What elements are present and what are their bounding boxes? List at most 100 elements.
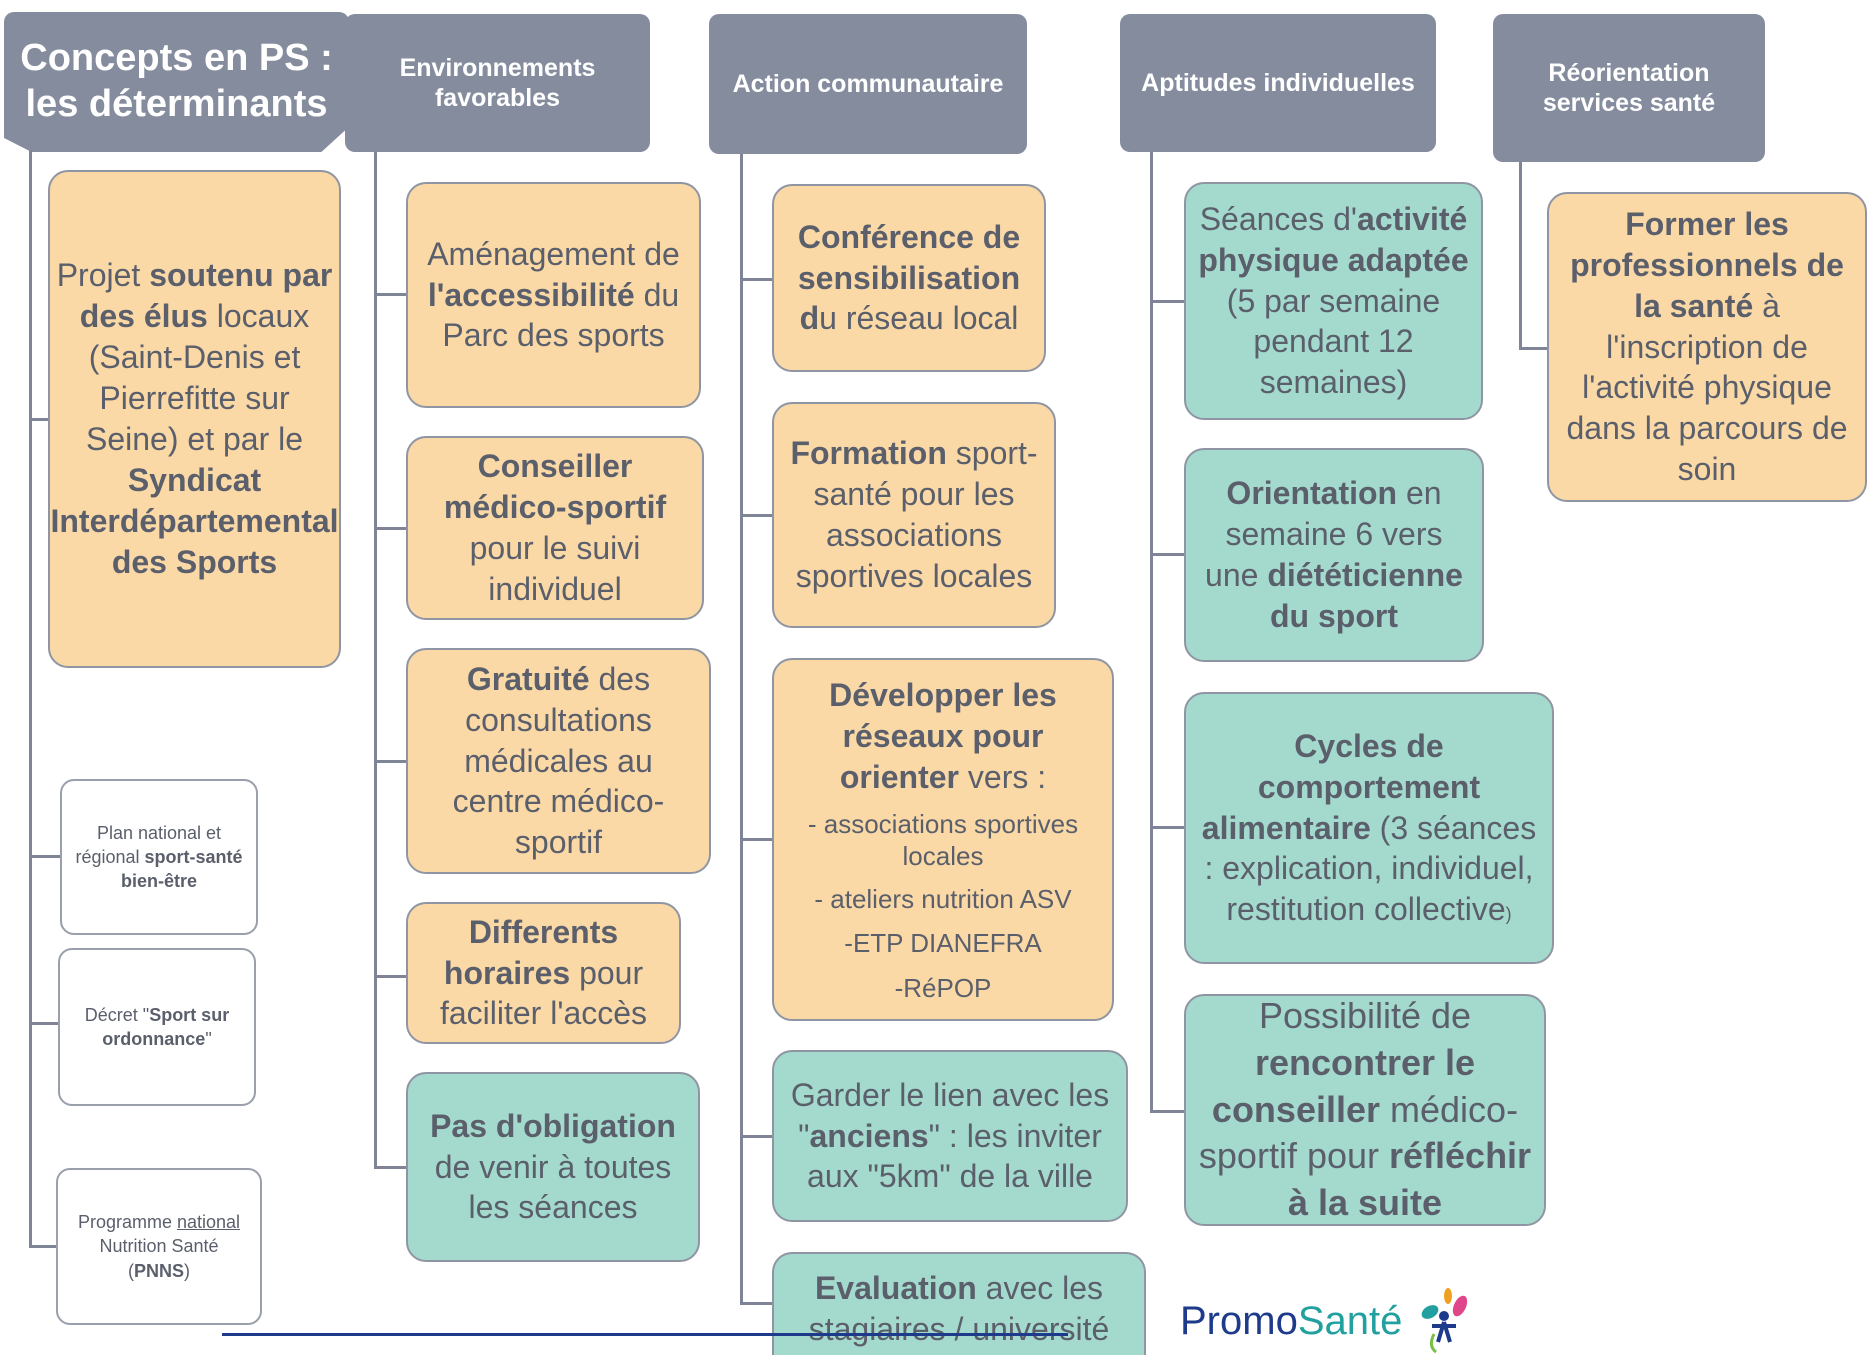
projet-text-1: Projet	[56, 257, 150, 294]
connector-col4-cycles	[1150, 826, 1184, 829]
seances-text-1: Séances d'	[1199, 200, 1358, 237]
connector-col2-horaires	[374, 975, 406, 978]
header-aptitudes-label: Aptitudes individuelles	[1141, 69, 1415, 97]
header-env-line1: Environnements	[399, 54, 596, 82]
connector-col1-plan	[29, 855, 61, 858]
box-former-professionnels: Former les professionnels de la santé à …	[1547, 192, 1867, 502]
logo-figure-icon	[1421, 1288, 1468, 1354]
header-concepts-line1: Concepts en PS :	[20, 37, 333, 80]
box-programme: Programme national Nutrition Santé (PNNS…	[56, 1168, 262, 1325]
conference-text-1: Conférence de sensibilisation d	[797, 218, 1021, 337]
connector-col5-former	[1519, 347, 1547, 350]
connector-col4-possibilite	[1150, 1110, 1184, 1113]
cycles-text-1: Cycles de comportement alimentaire	[1201, 727, 1481, 846]
promosante-logo: PromoSanté	[1180, 1286, 1480, 1355]
box-seances: Séances d'activité physique adaptée (5 p…	[1184, 182, 1483, 420]
evaluation-text-1: Evaluation	[814, 1270, 977, 1306]
box-cycles: Cycles de comportement alimentaire (3 sé…	[1184, 692, 1554, 964]
logo-sante: Santé	[1297, 1298, 1403, 1343]
header-reo-line2: services santé	[1542, 89, 1716, 117]
box-gratuite: Gratuité des consultations médicales au …	[406, 648, 711, 874]
lien-text-3: " : les inviter aux "5km" de la ville	[807, 1117, 1102, 1195]
connector-col1-vertical	[29, 150, 32, 1247]
connector-col3-formation	[740, 514, 772, 517]
reseaux-item-etp: -ETP DIANEFRA	[844, 928, 1042, 959]
reseaux-text-2: vers :	[959, 758, 1047, 795]
amenagement-text-3: du Parc des sports	[442, 276, 680, 354]
box-orientation: Orientation en semaine 6 vers une diétét…	[1184, 448, 1484, 662]
conference-text-2: u réseau local	[819, 300, 1019, 337]
header-concepts-line2: les déterminants	[25, 83, 328, 125]
lien-text-2: anciens	[809, 1117, 929, 1154]
box-projet-soutenu: Projet soutenu par des élus locaux (Sain…	[48, 170, 341, 668]
former-text-1: Former les professionnels de la santé	[1570, 205, 1844, 324]
former-text-2: à l'inscription de l'activité physique d…	[1566, 287, 1848, 488]
obligation-text-1: Pas d'obligation	[430, 1107, 676, 1144]
header-concepts: Concepts en PS : les déterminants	[4, 12, 349, 152]
connector-col3-conference	[740, 278, 772, 281]
obligation-text-2: de venir à toutes les séances	[434, 1148, 672, 1226]
decret-text-2: Sport sur ordonnance	[102, 1004, 230, 1049]
box-formation: Formation sport-santé pour les associati…	[772, 402, 1056, 628]
amenagement-text-1: Aménagement de	[427, 235, 680, 272]
possibilite-text-2: rencontrer le conseiller	[1211, 1041, 1476, 1130]
cycles-text-3: )	[1505, 904, 1512, 925]
box-evaluation: Evaluation avec les stagiaires / univers…	[772, 1252, 1146, 1355]
possibilite-text-4: réfléchir à la suite	[1287, 1135, 1532, 1224]
evaluation-text-2: avec les stagiaires / université	[808, 1270, 1110, 1347]
seances-text-3: (5 par semaine pendant 12 semaines)	[1226, 282, 1441, 401]
orientation-text-1: Orientation	[1226, 475, 1398, 512]
header-action: Action communautaire	[709, 14, 1027, 154]
box-plan-national: Plan national et régional sport-santé bi…	[60, 779, 258, 935]
connector-col2-conseiller	[374, 527, 406, 530]
header-aptitudes: Aptitudes individuelles	[1120, 14, 1436, 152]
conseiller-text-2: pour le suivi individuel	[469, 530, 641, 607]
connector-col2-gratuite	[374, 760, 406, 763]
connector-col2-amenagement	[374, 293, 406, 296]
programme-text-1: Programme	[77, 1212, 177, 1233]
bottom-rule	[222, 1333, 1068, 1336]
formation-text-1: Formation	[790, 435, 947, 472]
box-conseiller: Conseiller médico-sportif pour le suivi …	[406, 436, 704, 620]
connector-col3-evaluation	[740, 1302, 772, 1305]
header-environnements: Environnements favorables	[345, 14, 650, 152]
projet-text-2: soutenu par des élus	[79, 257, 333, 335]
reseaux-item-ateliers: - ateliers nutrition ASV	[814, 883, 1072, 914]
programme-text-5: )	[184, 1260, 190, 1281]
reseaux-item-associations: - associations sportives locales	[807, 808, 1079, 872]
connector-col1-projet	[29, 418, 49, 421]
orientation-text-3: diététicienne du sport	[1267, 557, 1463, 634]
box-decret: Décret "Sport sur ordonnance"	[58, 948, 256, 1106]
horaires-text-2: pour faciliter l'accès	[439, 954, 648, 1032]
connector-col4-orientation	[1150, 553, 1184, 556]
connector-col2-vertical	[374, 152, 377, 1168]
cycles-text-2: (3 séances : explication, individuel, re…	[1204, 809, 1537, 928]
connector-col1-decret	[29, 1022, 59, 1025]
connector-col5-vertical	[1519, 162, 1522, 350]
plan-text-2: sport-santé bien-être	[120, 846, 243, 892]
connector-col3-vertical	[740, 154, 743, 1304]
box-obligation: Pas d'obligation de venir à toutes les s…	[406, 1072, 700, 1262]
logo-promo: Promo	[1180, 1298, 1298, 1343]
header-action-label: Action communautaire	[732, 70, 1004, 98]
projet-text-4: Syndicat Interdépartemental des Sports	[50, 461, 339, 580]
box-amenagement: Aménagement de l'accessibilité du Parc d…	[406, 182, 701, 408]
connector-col1-programme	[29, 1245, 57, 1248]
header-reorientation: Réorientation services santé	[1493, 14, 1765, 162]
programme-text-2: national	[176, 1212, 241, 1233]
connector-col4-seances	[1150, 300, 1184, 303]
reseaux-text-1: Développer les réseaux pour orienter	[829, 676, 1057, 795]
connector-col3-lien	[740, 1135, 772, 1138]
decret-text-3: "	[205, 1029, 212, 1049]
box-horaires: Differents horaires pour faciliter l'acc…	[406, 902, 681, 1044]
decret-text-1: Décret "	[84, 1004, 150, 1025]
formation-text-2: sport-santé pour les associations sporti…	[795, 435, 1038, 594]
seances-text-2: activité physique adaptée	[1198, 200, 1469, 278]
programme-text-4: PNNS	[133, 1260, 184, 1281]
orientation-text-2: en semaine 6 vers une	[1205, 475, 1443, 593]
projet-text-3: locaux (Saint-Denis et Pierrefitte sur S…	[86, 298, 310, 457]
amenagement-text-2: l'accessibilité	[427, 276, 635, 313]
connector-col3-reseaux	[740, 838, 772, 841]
header-env-line2: favorables	[434, 84, 561, 112]
header-reo-line1: Réorientation	[1548, 59, 1710, 87]
